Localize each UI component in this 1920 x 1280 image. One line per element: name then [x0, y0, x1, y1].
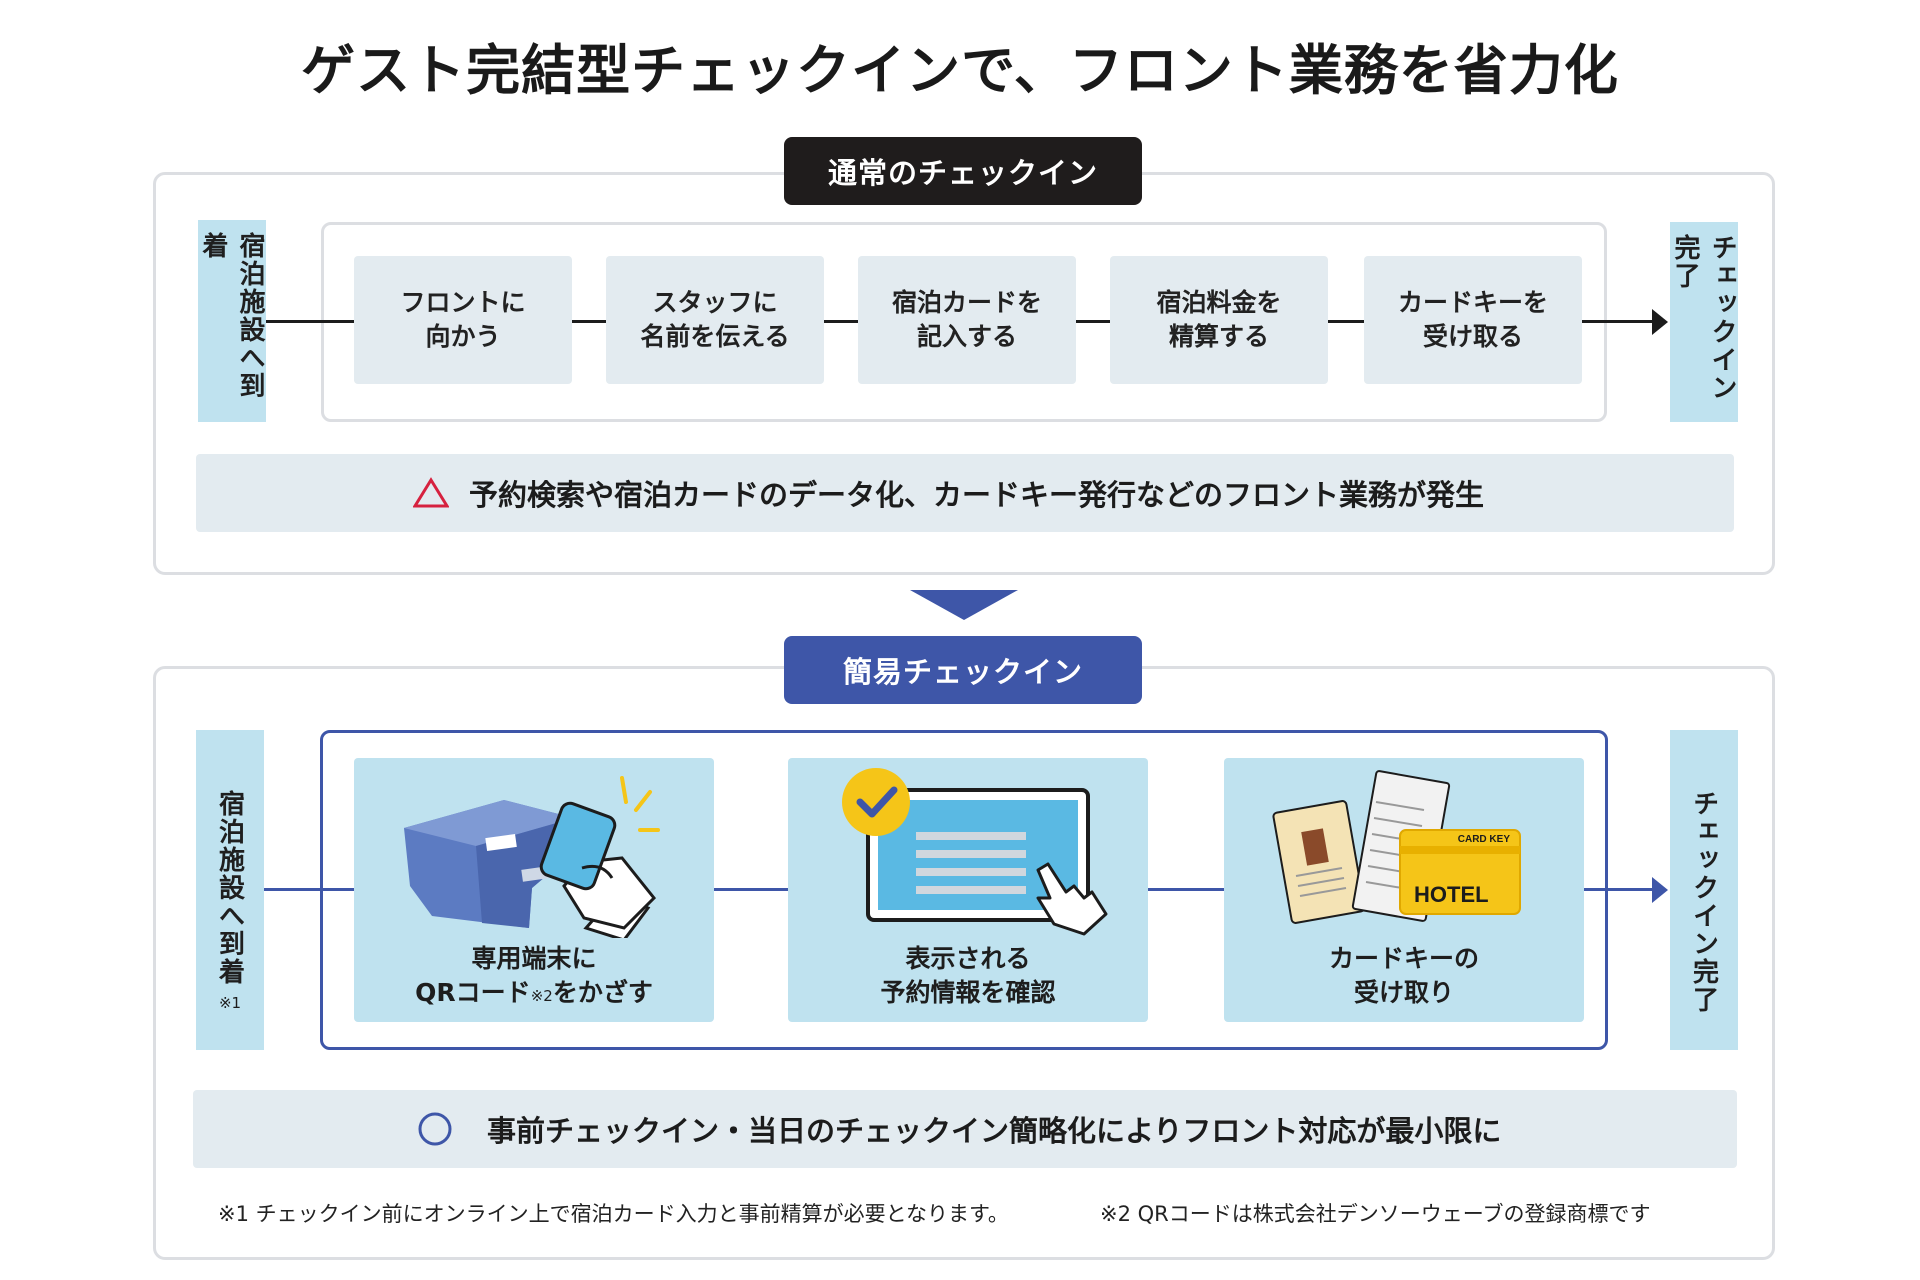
arrow-head-icon [1652, 309, 1668, 335]
simple-step-2: 表示される 予約情報を確認 [788, 758, 1148, 1022]
step-line: カードキーを [1397, 288, 1548, 318]
qr-terminal-icon [404, 776, 660, 938]
card-key-text: CARD KEY [1458, 834, 1511, 845]
simple-note-bar: 事前チェックイン・当日のチェックイン簡略化によりフロント対応が最小限に [193, 1090, 1737, 1168]
normal-checkin-badge: 通常のチェックイン [784, 137, 1142, 205]
simple-checkin-badge: 簡易チェックイン [784, 636, 1142, 704]
connector-line [824, 320, 858, 323]
normal-note-text: 予約検索や宿泊カードのデータ化、カードキー発行などのフロント業務が発生 [469, 478, 1485, 512]
step-line: カードキーの [1328, 944, 1479, 973]
normal-end-label: チェックイン完了 [1670, 234, 1737, 402]
simple-step-2-label: 表示される 予約情報を確認 [788, 942, 1148, 1010]
step-line: フロントに [400, 288, 526, 318]
step-line: スタッフに [652, 288, 778, 318]
step-line: 記入する [916, 322, 1017, 351]
arrow-line [1584, 888, 1654, 891]
step-line: 宿泊料金を [1156, 288, 1282, 318]
connector-line [1076, 320, 1110, 323]
step-line: 専用端末に [471, 944, 597, 973]
triangle-icon [413, 477, 449, 508]
hotel-cards-icon: CARD KEY HOTEL [1272, 770, 1521, 924]
connector-line [572, 320, 606, 323]
simple-step-1: 専用端末に QRコード※2をかざす [354, 758, 714, 1022]
connector-line [264, 888, 354, 891]
normal-step-3: 宿泊カードを記入する [858, 256, 1076, 384]
step-line: 予約情報を確認 [880, 977, 1056, 1007]
simple-end-bar: チェックイン完了 [1670, 730, 1738, 1050]
circle-icon [418, 1112, 452, 1146]
normal-step-5: カードキーを受け取る [1364, 256, 1582, 384]
step-line: 受け取り [1353, 977, 1454, 1007]
connector-line [1328, 320, 1364, 323]
simple-start-label: 宿泊施設へ到着 [214, 790, 245, 986]
normal-step-2: スタッフに名前を伝える [606, 256, 824, 384]
footnote-2: ※2 QRコードは株式会社デンソーウェーブの登録商標です [1100, 1202, 1651, 1226]
tablet-tap-icon [842, 768, 1108, 936]
step-line: をかざす [552, 977, 653, 1007]
normal-note-bar: 予約検索や宿泊カードのデータ化、カードキー発行などのフロント業務が発生 [196, 454, 1734, 532]
step-line: 宿泊カードを [891, 288, 1042, 318]
simple-start-bar: 宿泊施設へ到着 ※1 [196, 730, 264, 1050]
step-line: 表示される [905, 944, 1031, 973]
normal-step-1: フロントに向かう [354, 256, 572, 384]
normal-step-4: 宿泊料金を精算する [1110, 256, 1328, 384]
step-line: 名前を伝える [640, 322, 790, 351]
simple-step-3-label: カードキーの 受け取り [1224, 942, 1584, 1010]
connector-line [1148, 888, 1224, 891]
down-arrow-icon [910, 590, 1018, 620]
simple-note-text: 事前チェックイン・当日のチェックイン簡略化によりフロント対応が最小限に [487, 1114, 1502, 1148]
connector-line [714, 888, 788, 891]
connector-line [266, 320, 354, 323]
footnote-1: ※1 チェックイン前にオンライン上で宿泊カード入力と事前精算が必要となります。 [218, 1202, 1009, 1226]
normal-start-bar: 宿泊施設へ到着 [198, 220, 266, 422]
simple-step-3: CARD KEY HOTEL カードキーの 受け取り [1224, 758, 1584, 1022]
simple-end-label: チェックイン完了 [1688, 790, 1719, 1014]
normal-end-bar: チェックイン完了 [1670, 222, 1738, 422]
arrow-head-icon [1652, 877, 1668, 903]
hotel-text: HOTEL [1414, 882, 1489, 907]
step-line: QRコード [415, 977, 531, 1007]
step-line: 向かう [425, 322, 501, 351]
simple-start-note: ※1 [218, 994, 242, 1012]
page-title: ゲスト完結型チェックインで、フロント業務を省力化 [301, 39, 1619, 102]
step-line: 精算する [1168, 322, 1269, 351]
arrow-line [1582, 320, 1654, 323]
simple-step-1-label: 専用端末に QRコード※2をかざす [354, 942, 714, 1010]
step-superscript: ※2 [530, 986, 553, 1005]
normal-start-label: 宿泊施設へ到着 [198, 232, 265, 400]
step-line: 受け取る [1422, 322, 1523, 351]
